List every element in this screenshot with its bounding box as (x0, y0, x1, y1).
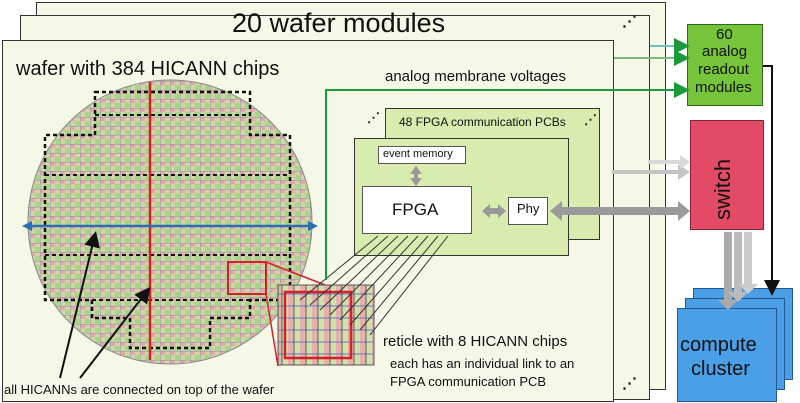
compute-line-1: compute (680, 334, 757, 356)
phy-box (508, 197, 548, 225)
reticle-fpga-links (299, 235, 449, 336)
reticle-zoom-source (227, 261, 267, 295)
switch-compute-link-1 (718, 232, 738, 310)
fpga-phy-arrow (482, 204, 506, 218)
reticle-title: reticle with 8 HICANN chips (383, 333, 568, 350)
compute-line-2: cluster (691, 358, 750, 380)
wafer-chip-outline (43, 90, 292, 350)
event-memory-box (378, 146, 466, 164)
readout-line-2: analog (702, 43, 748, 60)
wafer-title: wafer with 384 HICANN chips (16, 58, 280, 80)
readout-line-1: 60 (716, 26, 733, 43)
phy-label: Phy (517, 201, 540, 216)
wafer-chip-rows (45, 114, 290, 301)
switch-compute-link-3 (738, 232, 758, 294)
event-memory-label: event memory (383, 148, 453, 160)
switch-arrow-back-1 (612, 164, 690, 180)
compute-box-front (677, 308, 777, 402)
fpga-label: FPGA (392, 200, 439, 219)
switch-box (690, 120, 764, 230)
fpga-box (362, 186, 472, 234)
stack-dots-bottom: ⋰ (622, 375, 638, 392)
phy-switch-arrow (550, 201, 690, 221)
stack-title: 20 wafer modules (232, 8, 446, 38)
stack-dots-top: ⋰ (622, 13, 638, 30)
reticle-image (277, 284, 375, 366)
switch-arrow-back-2 (648, 155, 690, 169)
readout-compute-arrow (763, 65, 780, 296)
reticle-desc-2: FPGA communication PCB (390, 374, 547, 389)
fpga-stack-title: 48 FPGA communication PCBs (399, 115, 566, 129)
fpga-dots-left: ⋰ (367, 110, 381, 125)
readout-modules-box (687, 24, 763, 106)
fpga-dots-right: ⋰ (584, 112, 598, 127)
wafer-blue-arrow-right (308, 221, 318, 231)
wafer-disc (27, 79, 313, 365)
switch-compute-link-2 (728, 232, 748, 302)
reticle-desc-1: each has an individual link to an (390, 356, 575, 371)
readout-line-3: readout (698, 61, 749, 78)
hicann-pointer-2 (79, 286, 151, 379)
wafer-blue-arrow-left (22, 221, 32, 231)
membrane-label: analog membrane voltages (385, 68, 566, 85)
readout-line-4: modules (695, 79, 752, 96)
membrane-arrow (325, 82, 690, 280)
wafer-footer: all HICANNs are connected on top of the … (4, 382, 275, 397)
event-memory-arrow (410, 166, 422, 186)
hicann-pointer-1 (59, 231, 100, 379)
